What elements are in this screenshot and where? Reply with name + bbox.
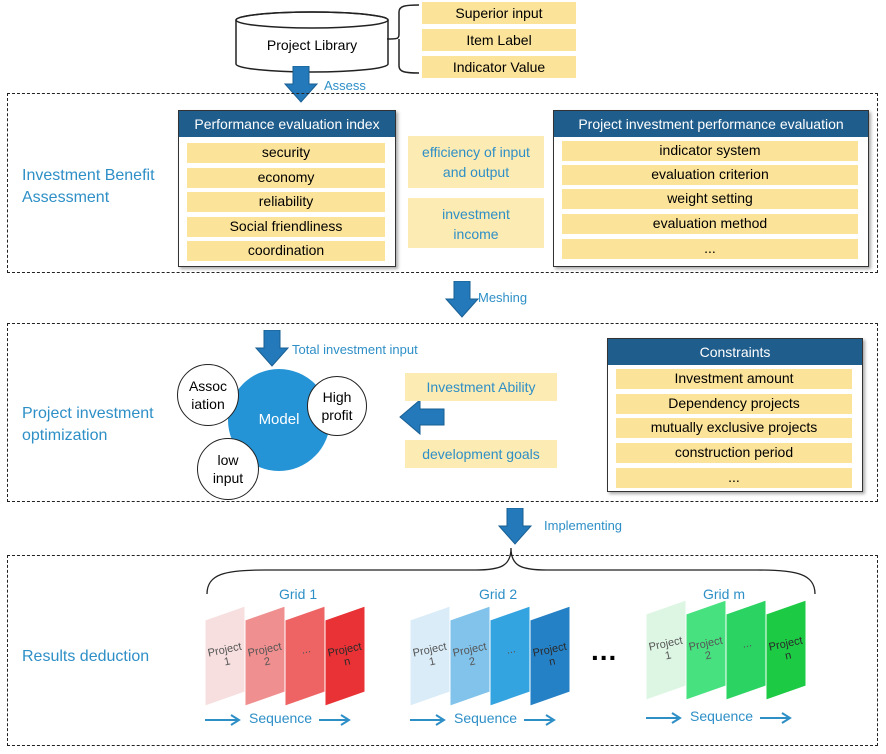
section-label-investment-benefit: Investment Benefit Assessment: [22, 167, 155, 206]
project-optimization-section: [7, 323, 878, 502]
grid-title: Grid 1: [279, 586, 318, 602]
index-item: coordination: [187, 241, 385, 261]
grid-brace: [206, 547, 816, 595]
middle-box-efficiency: efficiency of input and output: [408, 136, 544, 188]
performance-index-panel: Performance evaluation index security ec…: [178, 110, 396, 267]
left-arrow-icon: [399, 398, 445, 436]
grid-title: Grid 2: [479, 586, 518, 602]
right-arrow-icon: [205, 714, 241, 726]
development-goals-text: development goals: [422, 446, 540, 462]
grid-title: Grid m: [703, 586, 745, 602]
evaluation-panel: Project investment performance evaluatio…: [553, 110, 869, 267]
section-label-results: Results deduction: [22, 648, 150, 665]
constraint-item: Investment amount: [616, 369, 852, 389]
constraint-item: construction period: [616, 443, 852, 463]
right-arrow-icon: [410, 714, 446, 726]
project-card: [530, 606, 571, 707]
constraints-title: Constraints: [608, 339, 862, 365]
high-profit-label: High profit: [321, 389, 353, 423]
development-goals-box: development goals: [405, 440, 557, 468]
performance-index-title: Performance evaluation index: [179, 111, 395, 137]
middle-box-income: investment income: [408, 198, 544, 248]
index-item: security: [187, 143, 385, 163]
project-card: [766, 600, 807, 701]
right-arrow-icon: [646, 712, 682, 724]
evaluation-item: indicator system: [562, 141, 858, 161]
down-arrow-icon: [254, 330, 290, 367]
low-input-label: low input: [212, 452, 244, 486]
high-profit-circle: High profit: [307, 376, 367, 436]
index-item: economy: [187, 168, 385, 188]
sequence-label: Sequence: [690, 708, 754, 724]
investment-ability-text: Investment Ability: [426, 379, 536, 395]
evaluation-item: ...: [562, 239, 858, 259]
model-label: Model: [258, 411, 300, 428]
evaluation-item: weight setting: [562, 189, 858, 209]
evaluation-panel-title: Project investment performance evaluatio…: [554, 111, 868, 137]
evaluation-item: evaluation method: [562, 214, 858, 234]
sequence-label: Sequence: [249, 710, 313, 726]
efficiency-text: efficiency of input and output: [422, 144, 530, 180]
sequence-row: Sequence: [646, 708, 796, 728]
down-arrow-icon: [444, 281, 480, 318]
sequence-row: Sequence: [205, 710, 355, 730]
constraint-item: ...: [616, 468, 852, 488]
results-deduction-section: [7, 555, 878, 746]
meshing-label: Meshing: [478, 290, 528, 305]
low-input-circle: low input: [197, 438, 259, 500]
constraints-panel: Constraints Investment amount Dependency…: [607, 338, 863, 492]
implementing-label: Implementing: [544, 518, 623, 533]
down-arrow-icon: [497, 508, 533, 545]
library-attribute: Item Label: [422, 29, 576, 51]
assess-label: Assess: [324, 78, 366, 93]
evaluation-item: evaluation criterion: [562, 165, 858, 185]
investment-benefit-section: [7, 93, 878, 273]
sequence-row: Sequence: [410, 710, 560, 730]
library-attribute: Indicator Value: [422, 56, 576, 78]
grids-ellipsis: ...: [591, 635, 618, 666]
index-item: Social friendliness: [187, 217, 385, 237]
project-card: [325, 606, 366, 707]
income-text: investment income: [442, 206, 510, 242]
library-attribute: Superior input: [422, 2, 576, 24]
project-library-cylinder: [235, 11, 389, 73]
library-brace: [386, 4, 420, 74]
right-arrow-icon: [319, 714, 351, 726]
project-library-title: Project Library: [266, 37, 358, 53]
constraint-item: mutually exclusive projects: [616, 418, 852, 438]
index-item: reliability: [187, 192, 385, 212]
investment-ability-box: Investment Ability: [405, 373, 557, 401]
sequence-label: Sequence: [454, 710, 518, 726]
right-arrow-icon: [524, 714, 556, 726]
constraint-item: Dependency projects: [616, 394, 852, 414]
right-arrow-icon: [760, 712, 792, 724]
section-label-optimization: Project investment optimization: [22, 405, 154, 444]
total-investment-input-label: Total investment input: [292, 342, 418, 357]
